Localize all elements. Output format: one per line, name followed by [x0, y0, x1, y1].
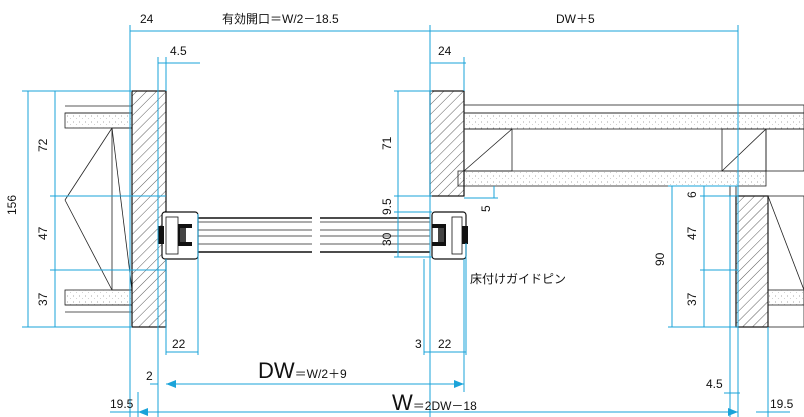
dim-22-center: 22	[438, 337, 452, 351]
left-dimension-labels: 4.5 156 72 47 37 22 2 19.5	[5, 44, 187, 411]
dim-37-right: 37	[685, 292, 699, 306]
dim-2-left: 2	[146, 369, 153, 383]
dim-5: 5	[479, 205, 493, 212]
dim-6: 6	[685, 191, 699, 198]
dim-9-5: 9.5	[380, 198, 394, 215]
dim-19-5-right: 19.5	[770, 397, 794, 411]
left-wall	[64, 90, 167, 328]
center-dimension-labels: 24 71 9.5 30 5 3 22 床付けガイドピン	[380, 44, 566, 351]
dim-71: 71	[380, 136, 394, 150]
w-sub: ＝2DW－18	[413, 399, 477, 413]
right-dimension-labels: 6 47 90 37 4.5 19.5	[653, 191, 794, 411]
sliding-panels	[198, 217, 430, 253]
center-door-profile	[431, 211, 468, 260]
top-dimension-labels: 24 有効開口＝W/2－18.5 DW＋5	[140, 11, 595, 26]
bottom-formula-labels: DW＝W/2＋9 W＝2DW－18	[258, 358, 477, 415]
dim-24-center: 24	[438, 44, 452, 58]
right-wall	[729, 185, 804, 328]
dw-plus-5-label: DW＋5	[556, 12, 595, 26]
dim-30: 30	[380, 232, 394, 246]
dim-24-top-left: 24	[140, 12, 154, 26]
dim-22-left: 22	[172, 337, 186, 351]
dimension-lines	[22, 25, 790, 417]
dim-37-left: 37	[36, 292, 50, 306]
dw-formula: DW＝W/2＋9	[258, 358, 347, 383]
dim-47-left: 47	[36, 226, 50, 240]
w-formula: W＝2DW－18	[392, 390, 477, 415]
dim-72-left: 72	[36, 138, 50, 152]
dim-90: 90	[653, 252, 667, 266]
floor-guide-pin-label: 床付けガイドピン	[470, 272, 566, 286]
center-wall	[429, 90, 804, 197]
dw-sub: ＝W/2＋9	[295, 367, 347, 381]
dim-47-right: 47	[685, 226, 699, 240]
left-door-profile	[158, 211, 199, 260]
dim-4-5-left: 4.5	[170, 44, 187, 58]
dw-main: DW	[258, 358, 295, 383]
effective-opening-label: 有効開口＝W/2－18.5	[222, 11, 339, 26]
w-main: W	[392, 390, 413, 415]
dim-4-5-right: 4.5	[706, 377, 723, 391]
dim-3: 3	[415, 337, 422, 351]
dim-19-5-left: 19.5	[110, 397, 134, 411]
dim-156: 156	[5, 195, 19, 215]
